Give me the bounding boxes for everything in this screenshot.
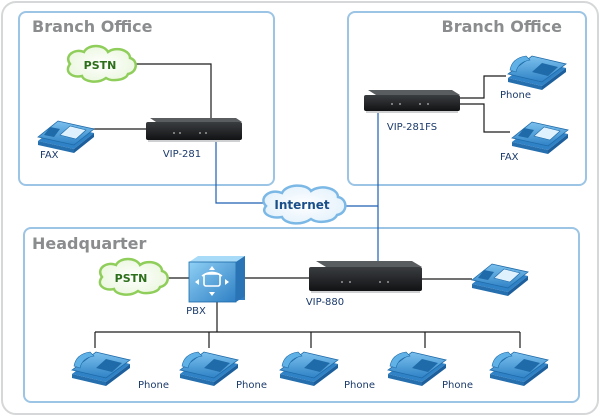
phone-label-hq-2: Phone (236, 380, 267, 391)
phone-label-hq-1: Phone (138, 380, 169, 391)
internet-cloud: Internet (262, 184, 347, 225)
headquarter-title: Headquarter (32, 234, 147, 253)
vip-281-gateway-icon (146, 118, 242, 142)
phone-icon-hq-4 (387, 351, 447, 386)
pstn-label-branch: PSTN (84, 59, 117, 72)
pstn-cloud-branch: PSTN (66, 44, 137, 83)
fax-icon-hq (471, 263, 529, 296)
vip-281fs-gateway-icon (364, 90, 460, 113)
branch-office-left-title: Branch Office (32, 17, 153, 36)
fax-icon-right (511, 121, 569, 154)
phone-icon-hq-1 (71, 351, 131, 386)
fax-label-left: FAX (40, 150, 59, 161)
phone-label-hq-4: Phone (442, 380, 473, 391)
vip-880-label: VIP-880 (306, 297, 344, 308)
fax-icon-left (37, 120, 95, 153)
connections (88, 63, 521, 348)
phone-icon-hq-3 (279, 351, 339, 386)
branch-office-right-title: Branch Office (442, 17, 563, 36)
phone-icon-right (507, 55, 567, 90)
pstn-label-hq: PSTN (115, 272, 148, 285)
phone-icon-hq-2 (179, 351, 239, 386)
internet-label: Internet (274, 198, 329, 212)
vip-281-label: VIP-281 (163, 149, 201, 160)
vip-880-gateway-icon (309, 261, 422, 293)
phone-label-hq-3: Phone (344, 380, 375, 391)
pbx-icon (188, 256, 245, 303)
vip-281fs-label: VIP-281FS (387, 122, 437, 133)
phone-label-right: Phone (500, 90, 531, 101)
phone-icon-hq-5 (489, 351, 549, 386)
pstn-cloud-hq: PSTN (98, 257, 169, 296)
pbx-label: PBX (186, 306, 206, 317)
fax-label-right: FAX (500, 152, 519, 163)
